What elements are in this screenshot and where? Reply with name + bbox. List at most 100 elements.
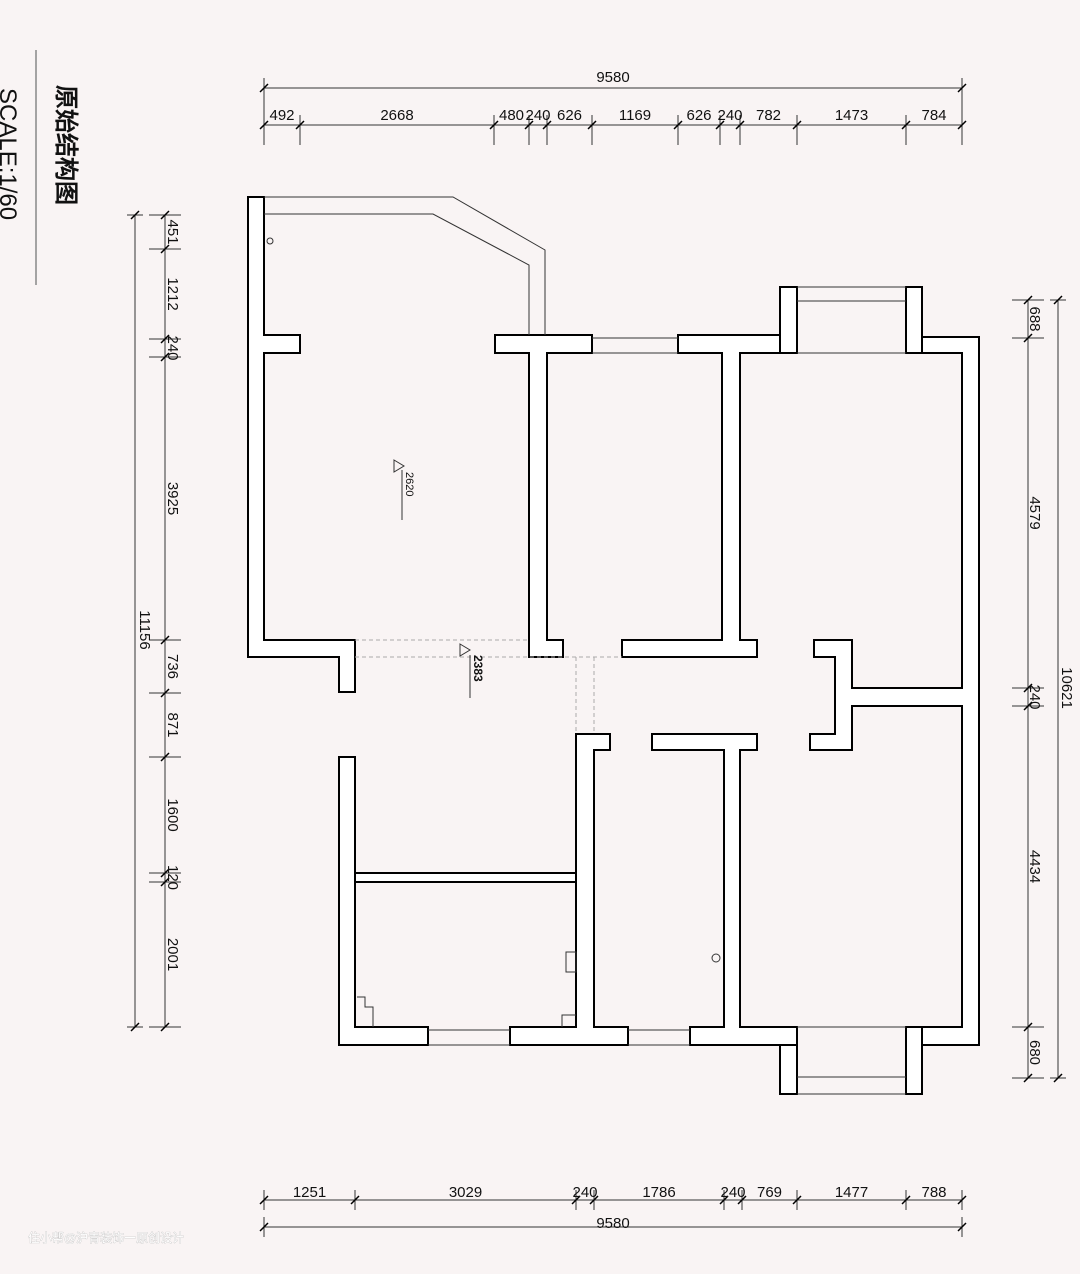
dimension-tick bbox=[160, 877, 170, 887]
dimension-tick bbox=[1023, 1022, 1033, 1032]
dimension-label: 782 bbox=[756, 107, 781, 124]
pipe-icon bbox=[711, 953, 721, 963]
dimension-label: 736 bbox=[164, 654, 181, 679]
dimension-label: 240 bbox=[720, 1184, 745, 1201]
dimension-tick bbox=[1023, 683, 1033, 693]
watermark: 住小帮@沪青装饰一原创设计 bbox=[28, 1231, 184, 1245]
wall-left-bottom bbox=[338, 756, 429, 1046]
dimension-tick bbox=[792, 1195, 802, 1205]
dimension-tick bbox=[1053, 1073, 1063, 1083]
dimension-tick bbox=[350, 1195, 360, 1205]
dimension-tick bbox=[259, 1195, 269, 1205]
dimension-total-label: 9580 bbox=[596, 1215, 629, 1232]
bay-wall bbox=[779, 286, 798, 354]
elevation-triangle-icon bbox=[393, 459, 405, 473]
dimension-tick bbox=[737, 1195, 747, 1205]
dimension-tick bbox=[792, 120, 802, 130]
dimension-tick bbox=[295, 120, 305, 130]
partition-wall bbox=[354, 872, 577, 883]
dimension-tick bbox=[901, 120, 911, 130]
walls bbox=[247, 196, 980, 1095]
dimension-total-label: 9580 bbox=[596, 69, 629, 86]
elevation-marker: 2383 bbox=[459, 643, 485, 698]
dimension-label: 788 bbox=[921, 1184, 946, 1201]
dimension-label: 871 bbox=[164, 712, 181, 737]
dimension-label: 120 bbox=[164, 865, 181, 890]
dimension-label: 2668 bbox=[380, 107, 413, 124]
dimension-tick bbox=[160, 334, 170, 344]
bay-wall bbox=[905, 1026, 923, 1095]
dimension-label: 688 bbox=[1026, 306, 1043, 331]
bay-window-outer bbox=[264, 196, 546, 335]
dimension-label: 1212 bbox=[164, 277, 181, 310]
dimension-tick bbox=[1053, 295, 1063, 305]
dimension-tick bbox=[160, 1022, 170, 1032]
dimension-tick bbox=[957, 83, 967, 93]
wall-left-top bbox=[247, 196, 356, 693]
elevation-label: 2620 bbox=[403, 472, 415, 496]
dimension-tick bbox=[259, 1222, 269, 1232]
wall-right-outer bbox=[809, 336, 980, 1046]
dimension-label: 1786 bbox=[642, 1184, 675, 1201]
stair-fixture-icon bbox=[357, 996, 374, 1027]
elevation-triangle-icon bbox=[459, 643, 471, 657]
dimension-label: 240 bbox=[572, 1184, 597, 1201]
dimension-tick bbox=[1023, 295, 1033, 305]
dimension-label: 1477 bbox=[835, 1184, 868, 1201]
windows bbox=[264, 196, 906, 1095]
fixture-icon bbox=[561, 1014, 576, 1027]
dimension-label: 769 bbox=[757, 1184, 782, 1201]
dimension-label: 1169 bbox=[619, 107, 651, 124]
dimension-label: 4434 bbox=[1026, 850, 1043, 883]
dimension-tick bbox=[160, 635, 170, 645]
dimension-tick bbox=[673, 120, 683, 130]
dimension-label: 4579 bbox=[1026, 496, 1043, 529]
dimension-tick bbox=[719, 1195, 729, 1205]
dimension-tick bbox=[130, 210, 140, 220]
dimension-label: 240 bbox=[1026, 684, 1043, 709]
dimension-tick bbox=[957, 1222, 967, 1232]
dimension-label: 492 bbox=[269, 107, 294, 124]
dimension-label: 240 bbox=[525, 107, 550, 124]
elevation-label: 2383 bbox=[471, 655, 485, 682]
fixture-icon bbox=[565, 951, 577, 973]
dimension-label: 1473 bbox=[835, 107, 868, 124]
elevation-marker: 2620 bbox=[393, 459, 415, 520]
dimension-total-label: 10621 bbox=[1058, 667, 1075, 709]
bay-window-inner bbox=[264, 213, 530, 335]
dimension-label: 451 bbox=[164, 219, 181, 244]
dimension-label: 680 bbox=[1026, 1040, 1043, 1065]
dimension-tick bbox=[130, 1022, 140, 1032]
dimension-label: 626 bbox=[686, 107, 711, 124]
dimension-tick bbox=[1023, 701, 1033, 711]
dimension-tick bbox=[901, 1195, 911, 1205]
wall-center-bottom bbox=[651, 733, 798, 1046]
dimension-label: 1251 bbox=[293, 1184, 326, 1201]
dimension-label: 1600 bbox=[164, 798, 181, 831]
dimension-label: 3925 bbox=[164, 482, 181, 515]
dimension-tick bbox=[160, 688, 170, 698]
dimension-tick bbox=[957, 120, 967, 130]
dimension-tick bbox=[1023, 1073, 1033, 1083]
dimension-tick bbox=[571, 1195, 581, 1205]
dimension-tick bbox=[1023, 333, 1033, 343]
dimension-label: 240 bbox=[717, 107, 742, 124]
wall-mid-bottom bbox=[509, 733, 629, 1046]
dimension-tick bbox=[587, 120, 597, 130]
dimension-tick bbox=[259, 83, 269, 93]
dimension-label: 240 bbox=[164, 335, 181, 360]
dimension-tick bbox=[957, 1195, 967, 1205]
dimension-tick bbox=[715, 120, 725, 130]
dimension-tick bbox=[589, 1195, 599, 1205]
dimension-tick bbox=[259, 120, 269, 130]
dimension-label: 2001 bbox=[164, 938, 181, 971]
dimension-tick bbox=[542, 120, 552, 130]
dimension-tick bbox=[735, 120, 745, 130]
dimension-tick bbox=[489, 120, 499, 130]
dimension-label: 784 bbox=[921, 107, 946, 124]
dimension-tick bbox=[160, 868, 170, 878]
wall-mid-top bbox=[494, 334, 593, 658]
